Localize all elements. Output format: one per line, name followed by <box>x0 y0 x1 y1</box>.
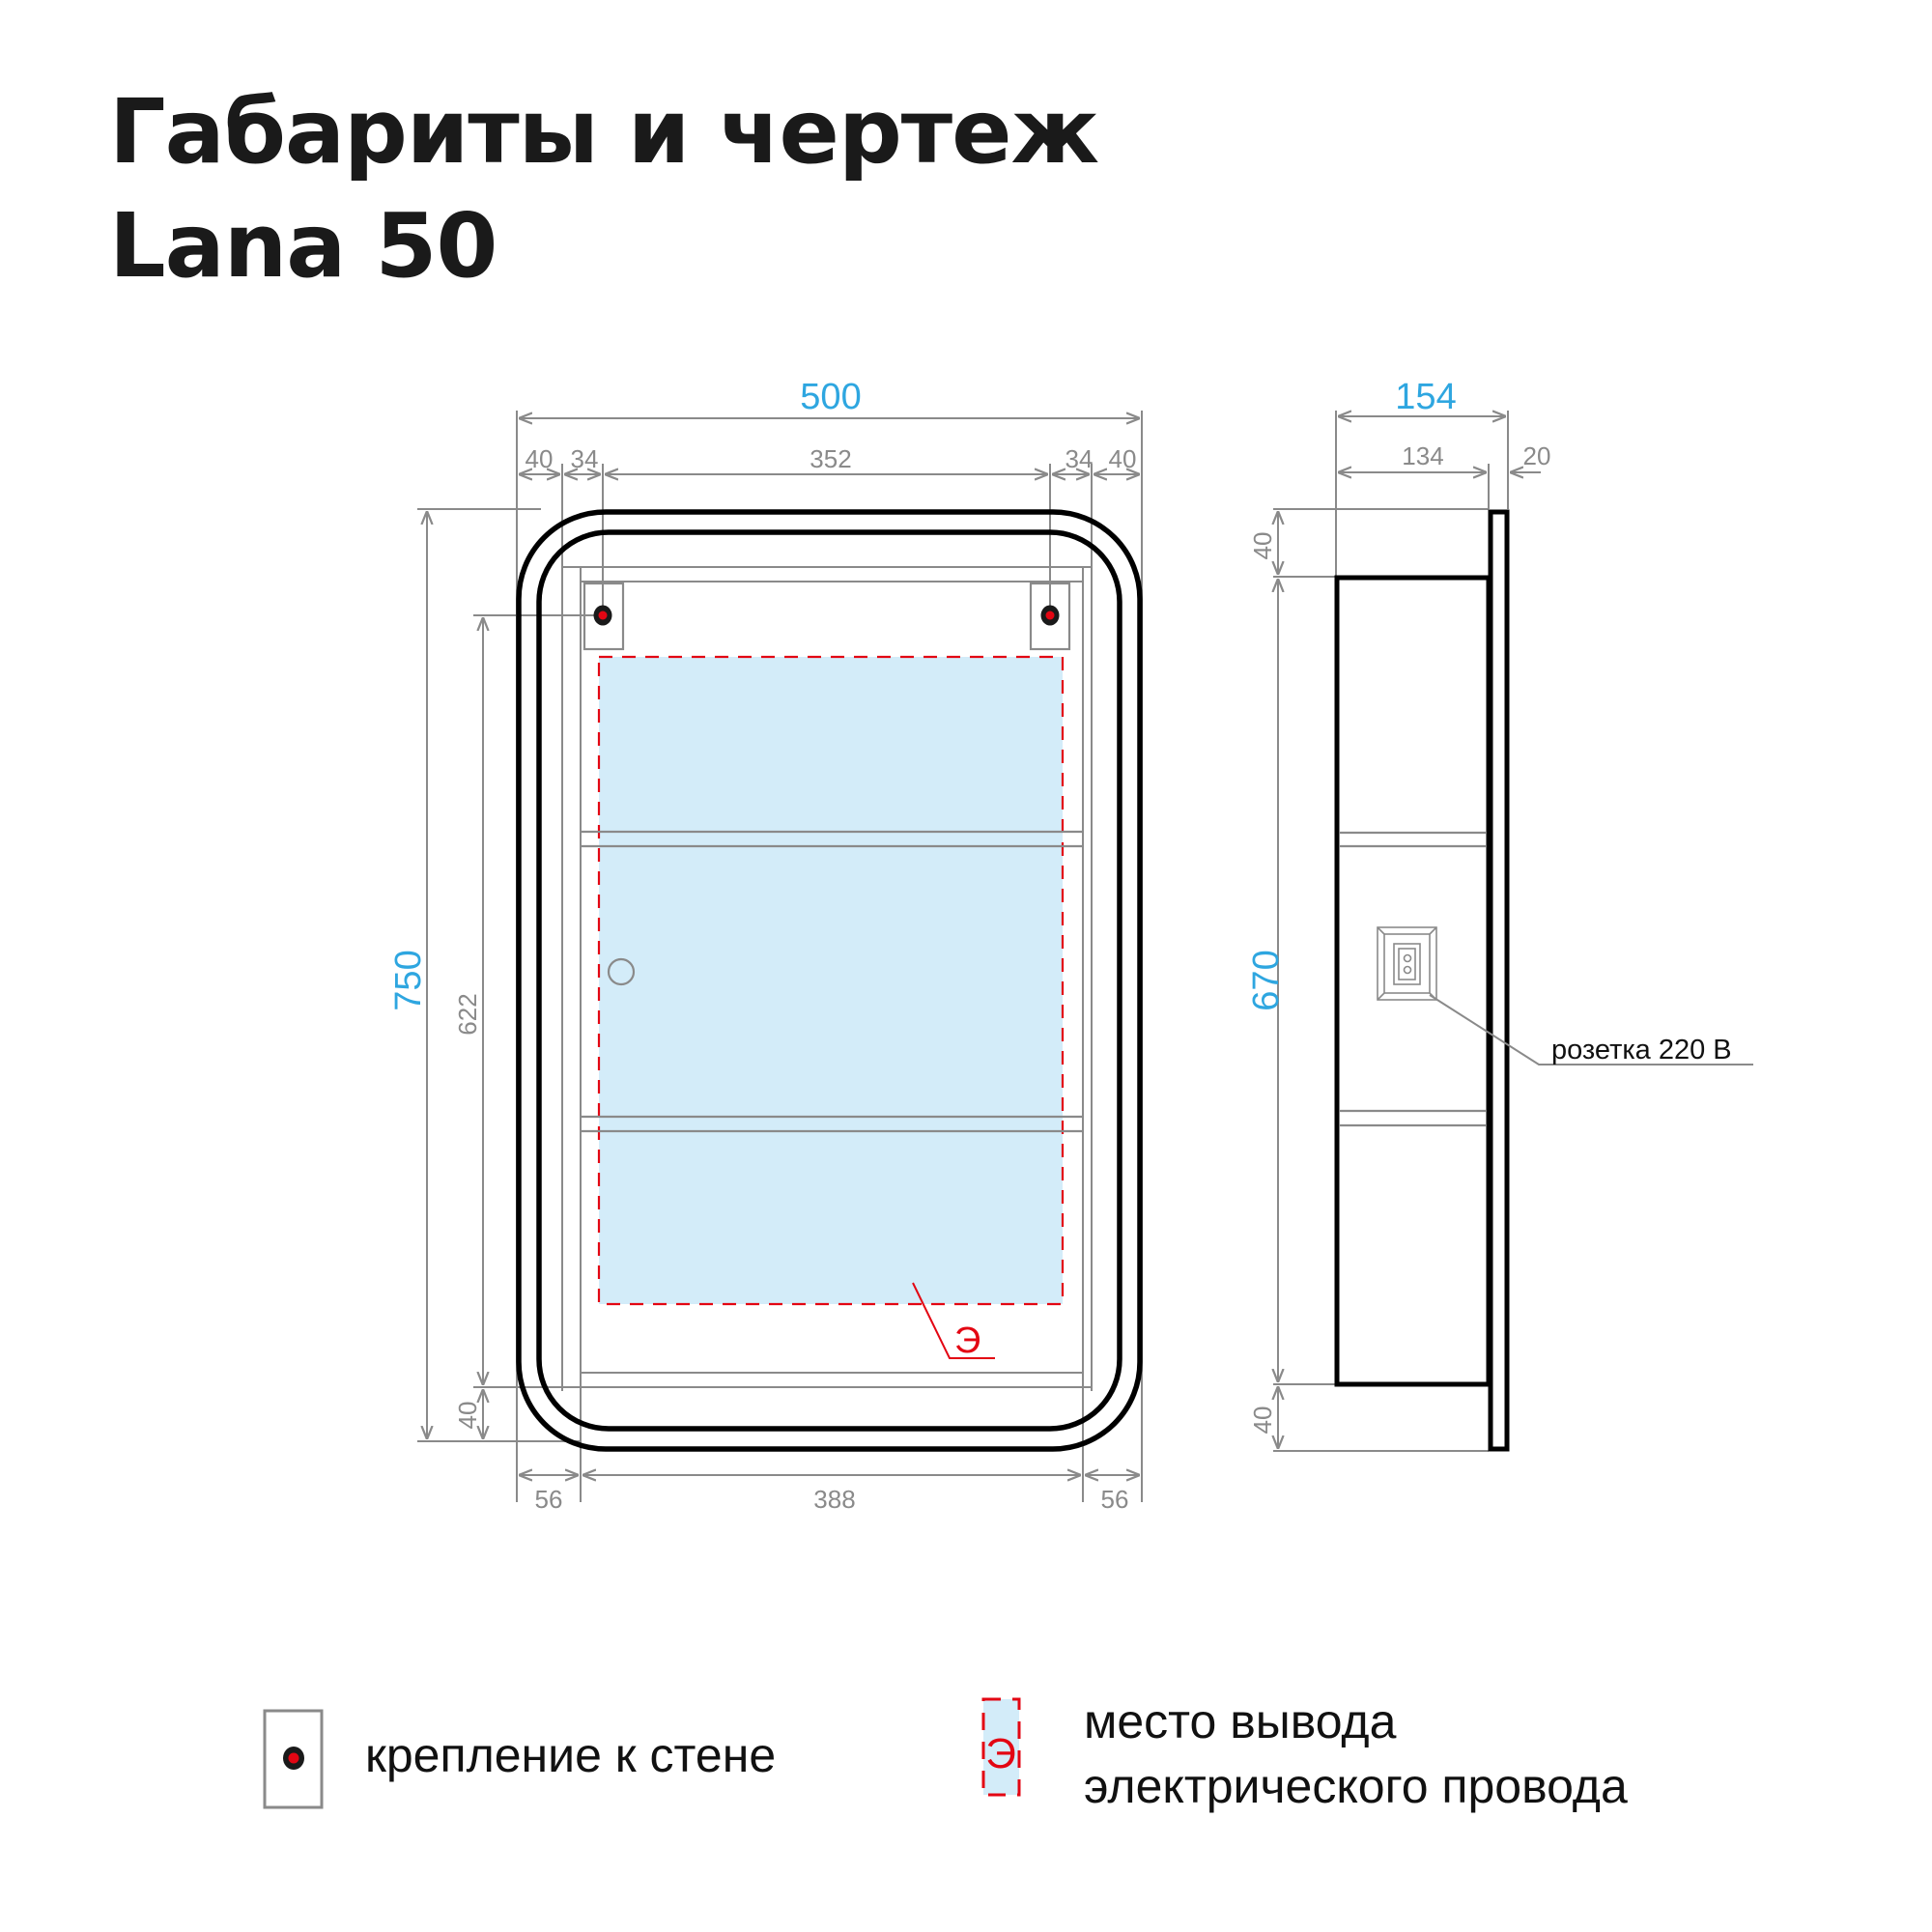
legend-electric-label-line-1: место вывода <box>1084 1694 1397 1748</box>
dim-body-height: 670 <box>1246 950 1287 1010</box>
side-view: 154 134 20 40 670 40 розе <box>1246 377 1753 1452</box>
legend-mount-label: крепление к стене <box>365 1728 776 1782</box>
socket-icon <box>1377 926 1437 1001</box>
legend-electric-marker: Э <box>985 1730 1016 1777</box>
inner-carcass <box>562 566 1092 1387</box>
dim-width-seg-1: 40 <box>526 444 554 473</box>
dim-width-seg-4: 34 <box>1065 444 1094 473</box>
dim-depth-total: 154 <box>1395 377 1456 417</box>
title-line-2: Lana 50 <box>109 194 497 298</box>
legend: крепление к стене Э место вывода электри… <box>263 1694 1628 1813</box>
socket-label: розетка 220 В <box>1551 1035 1732 1065</box>
electric-marker-label: Э <box>954 1321 980 1361</box>
dim-width-seg-2: 34 <box>571 444 599 473</box>
dim-width-total: 500 <box>800 377 861 417</box>
side-shelves <box>1340 831 1486 1127</box>
side-extension-lines <box>1273 411 1509 1452</box>
front-view: Э 500 40 34 352 34 40 750 622 40 <box>388 377 1143 1514</box>
dim-bottom-seg-3: 56 <box>1101 1485 1129 1514</box>
dim-depth-body: 134 <box>1402 441 1443 470</box>
side-mirror-panel <box>1488 509 1510 1452</box>
left-dimension-lines <box>427 511 483 1439</box>
shelves <box>581 830 1083 1133</box>
legend-electric-label-line-2: электрического провода <box>1084 1759 1628 1813</box>
mirror-outer-frame <box>516 509 1143 1452</box>
title-line-1: Габариты и чертеж <box>109 80 1099 184</box>
socket-leader-line <box>1429 994 1753 1065</box>
dim-bottom-seg-2: 388 <box>813 1485 855 1514</box>
side-body <box>1334 575 1492 1387</box>
mirror-inner-frame <box>536 529 1122 1432</box>
electric-zone <box>597 655 1065 1306</box>
dim-bottom-offset: 40 <box>453 1402 482 1430</box>
page-title: Габариты и чертеж Lana 50 <box>109 75 1099 303</box>
side-dimension-lines <box>1278 416 1541 1449</box>
mount-point-right <box>1029 582 1071 651</box>
dim-side-top-offset: 40 <box>1248 532 1277 560</box>
dim-side-bottom-offset: 40 <box>1248 1406 1277 1435</box>
dim-bottom-seg-1: 56 <box>535 1485 563 1514</box>
dim-height-total: 750 <box>388 950 429 1010</box>
mount-point-left <box>582 582 625 651</box>
dim-width-seg-5: 40 <box>1109 444 1137 473</box>
dim-depth-panel: 20 <box>1523 441 1551 470</box>
dim-mount-height: 622 <box>453 993 482 1035</box>
top-dimension-lines <box>519 418 1140 474</box>
legend-mount-icon <box>263 1709 324 1809</box>
electric-marker-leader: Э <box>912 1282 995 1361</box>
dim-width-seg-3: 352 <box>810 444 851 473</box>
sensor-circle-icon <box>607 957 636 986</box>
legend-electric-icon: Э <box>981 1697 1021 1797</box>
